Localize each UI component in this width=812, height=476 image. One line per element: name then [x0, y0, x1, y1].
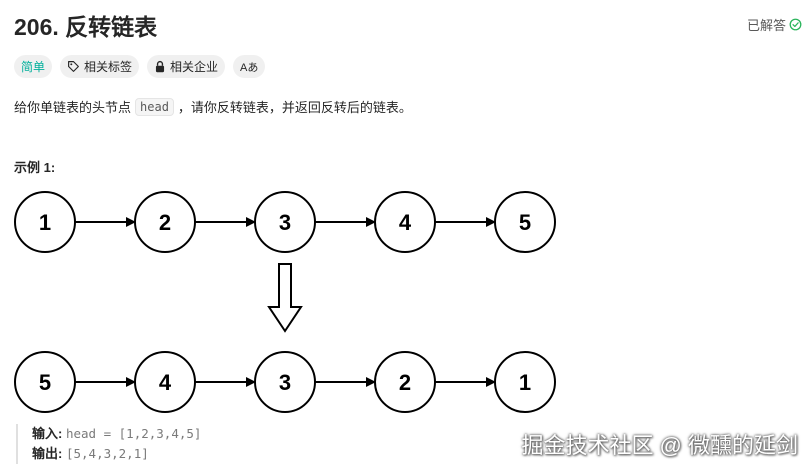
topics-label: 相关标签	[84, 60, 133, 74]
output-node-4	[494, 351, 556, 413]
topics-tag-button[interactable]: 相关标签	[60, 55, 140, 78]
output-node-label-4: 1	[519, 370, 531, 395]
inline-code-head: head	[135, 97, 174, 116]
difficulty-label: 简单	[21, 60, 46, 74]
output-node-label-0: 5	[39, 370, 51, 395]
input-label: 输入:	[32, 426, 63, 441]
description-text-1: 给你单链表的头节点	[14, 100, 132, 115]
problem-title: 206. 反转链表	[14, 14, 158, 40]
input-value: head = [1,2,3,4,5]	[65, 426, 202, 441]
input-node-label-3: 4	[399, 210, 412, 235]
example-io-block: 输入: head = [1,2,3,4,5] 输出: [5,4,3,2,1]	[16, 424, 201, 464]
input-list-row: 1 2 3 4 5	[14, 191, 556, 253]
output-node-label-1: 4	[159, 370, 172, 395]
output-value: [5,4,3,2,1]	[65, 446, 149, 461]
example-heading: 示例 1:	[14, 160, 56, 175]
input-node-label-2: 3	[279, 210, 291, 235]
reverse-arrow-icon	[267, 263, 303, 333]
output-node-label-3: 2	[399, 370, 411, 395]
tag-icon	[68, 61, 79, 72]
font-toggle-button[interactable]: Aあ	[233, 55, 266, 78]
tag-bar: 简单 相关标签 相关企业 Aあ	[14, 55, 266, 78]
solved-status[interactable]: 已解答	[747, 15, 802, 34]
watermark: 掘金技术社区 @ 微醺的延剑	[521, 433, 798, 458]
solved-label: 已解答	[746, 18, 786, 33]
companies-label: 相关企业	[170, 60, 219, 74]
check-circle-icon	[789, 18, 802, 31]
font-toggle-icon: Aあ	[240, 61, 259, 74]
input-line: 输入: head = [1,2,3,4,5]	[32, 424, 201, 444]
output-node-label-2: 3	[279, 370, 291, 395]
output-line: 输出: [5,4,3,2,1]	[32, 444, 201, 464]
output-label: 输出:	[32, 446, 63, 461]
input-node-label-4: 5	[519, 210, 531, 235]
lock-icon	[155, 60, 165, 73]
output-list-row: 5 4 3 2 1	[14, 351, 556, 413]
companies-tag-button[interactable]: 相关企业	[147, 55, 226, 78]
input-node-label-0: 1	[39, 210, 51, 235]
input-node-4	[494, 191, 556, 253]
problem-description: 给你单链表的头节点 head ，请你反转链表，并返回反转后的链表。	[14, 97, 412, 116]
description-text-2: ，请你反转链表，并返回反转后的链表。	[177, 100, 412, 115]
difficulty-badge: 简单	[14, 55, 53, 78]
linked-list-diagram: 1 2 3 4 5 5 4 3 2 1	[14, 191, 556, 413]
input-node-label-1: 2	[159, 210, 171, 235]
